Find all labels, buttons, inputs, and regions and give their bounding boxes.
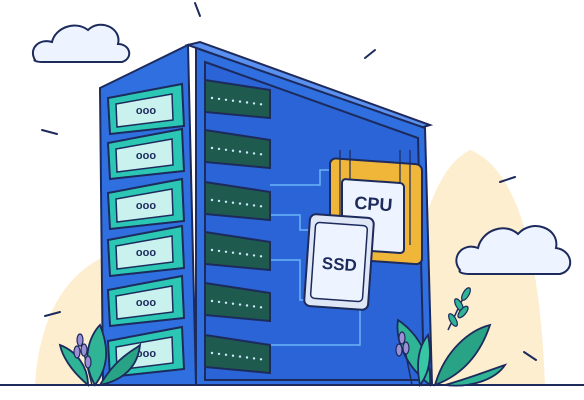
leaf-plant-right <box>396 318 508 388</box>
rack-slot <box>204 78 271 120</box>
drive-bay: ooo <box>106 224 186 278</box>
drive-bay: ooo <box>106 177 186 231</box>
rack-slot <box>204 281 271 323</box>
ssd-card: SSD <box>303 213 375 311</box>
cloud-icon <box>455 225 571 275</box>
cpu-label: CPU <box>354 193 393 216</box>
rack-slot <box>204 128 271 170</box>
drive-bay-indicator: ooo <box>136 348 156 360</box>
drive-bay-indicator: ooo <box>136 200 156 212</box>
drive-bay-indicator: ooo <box>136 247 156 259</box>
leaf-plant-left <box>58 323 142 387</box>
drive-bay-indicator: ooo <box>136 105 156 117</box>
rack-slot <box>204 180 271 222</box>
drive-bay: ooo <box>106 82 186 136</box>
drive-bay-indicator: ooo <box>136 297 156 309</box>
sparkle-dashes <box>41 2 537 361</box>
lavender-sprig <box>73 333 93 386</box>
lavender-sprig <box>395 331 413 386</box>
ssd-label: SSD <box>321 254 357 275</box>
drive-bay: ooo <box>106 127 186 181</box>
cloud-icon <box>32 23 131 63</box>
rack-slot <box>204 333 271 375</box>
drive-bay: ooo <box>106 274 186 328</box>
rack-slots <box>204 78 271 375</box>
fern-sprig <box>447 287 471 331</box>
drive-bay-indicator: ooo <box>136 150 156 162</box>
rack-slot <box>204 230 271 272</box>
